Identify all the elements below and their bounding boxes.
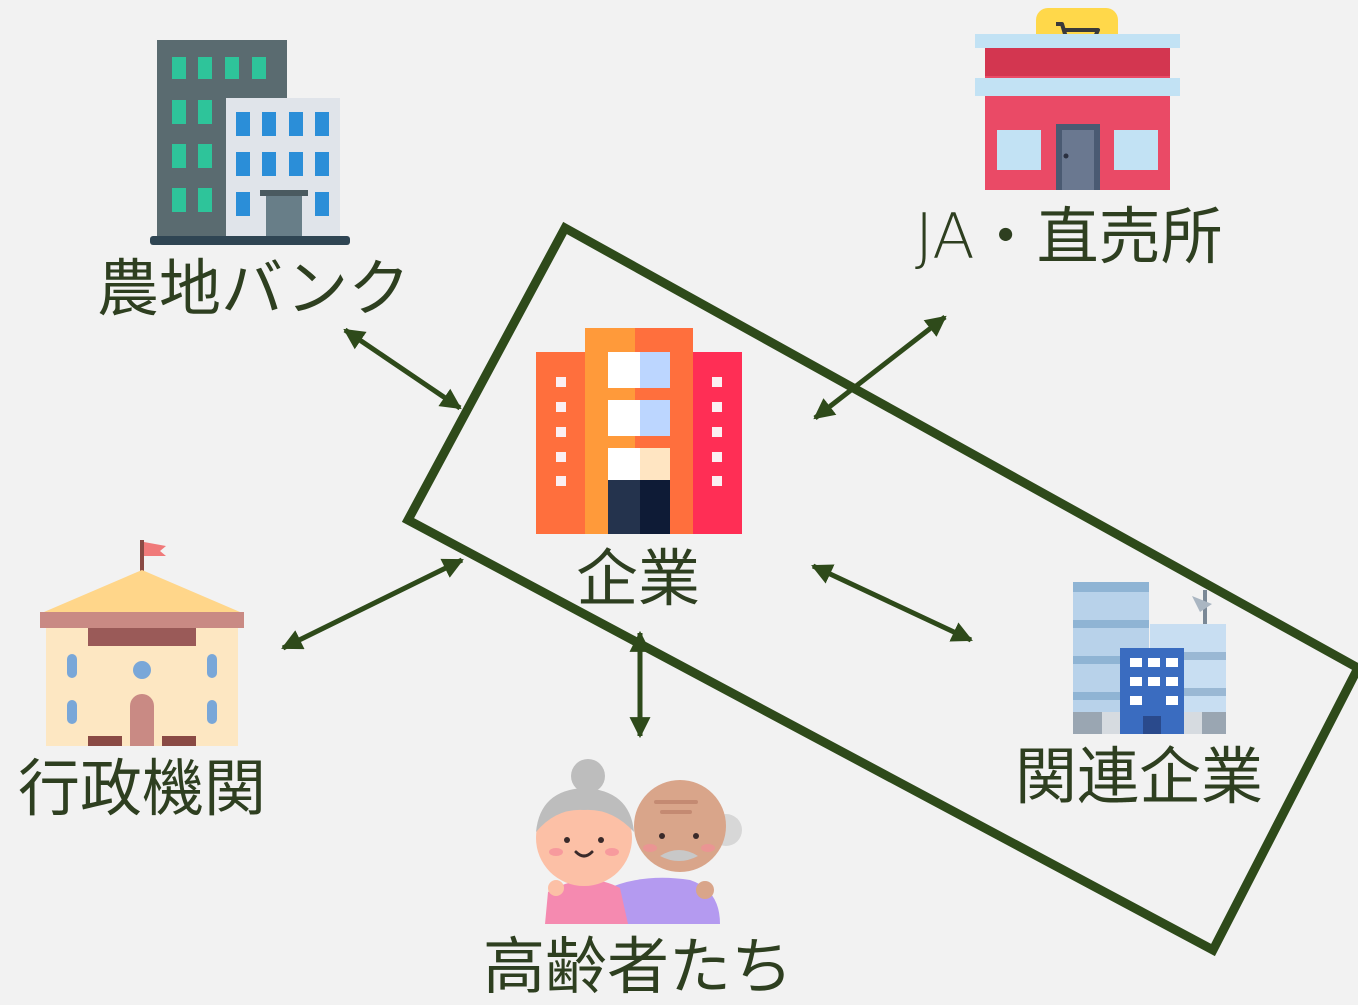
arrows [281, 315, 973, 739]
highlight-frame [401, 221, 1358, 957]
arrow-related-company [811, 563, 973, 643]
arrow-government-company [281, 557, 464, 651]
elderly-label: 高齢者たち [483, 930, 794, 1003]
government-building-icon [40, 540, 244, 746]
office-buildings-icon [150, 40, 350, 245]
elderly-couple-icon [536, 759, 742, 924]
store-cart-icon [975, 8, 1180, 190]
government-label: 行政機関 [18, 752, 267, 825]
office-tower-icon [1073, 582, 1226, 734]
company-label: 企業 [576, 542, 701, 615]
company-building-icon [536, 328, 742, 534]
farmland-bank-label: 農地バンク [97, 252, 411, 325]
ja-direct-store-label: JA・直売所 [915, 200, 1223, 273]
arrow-store-company [813, 315, 947, 420]
arrow-farmland-company [343, 327, 462, 411]
related-companies-label: 関連企業 [1015, 740, 1264, 813]
